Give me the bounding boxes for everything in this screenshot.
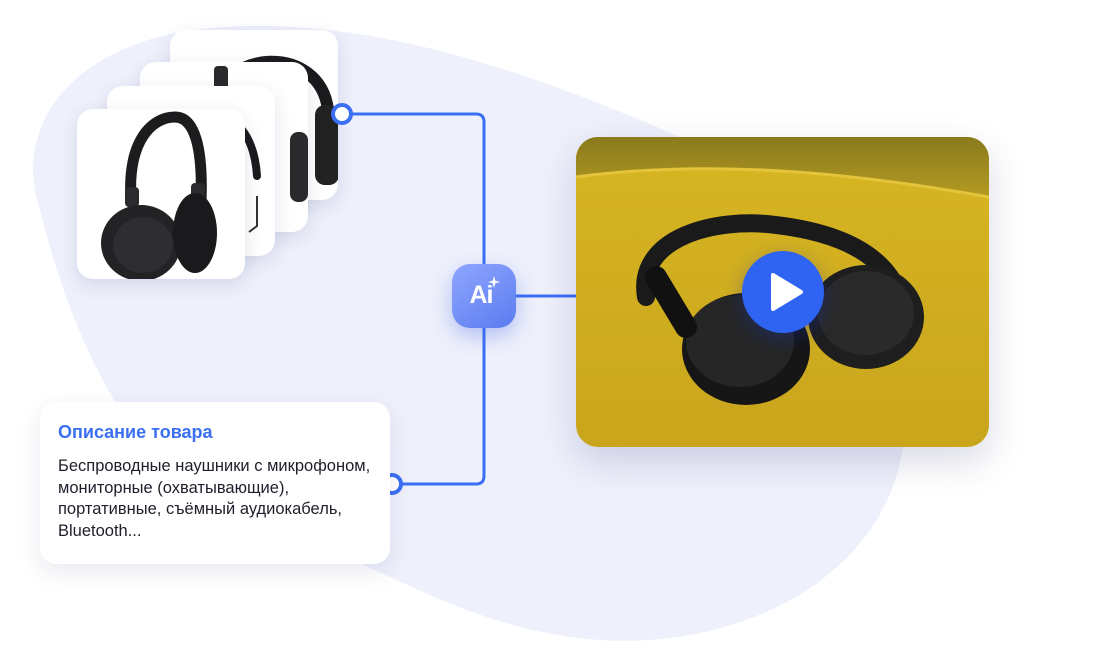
generated-video-preview[interactable]	[576, 137, 989, 447]
product-description-card: Описание товара Беспроводные наушники с …	[40, 402, 390, 564]
play-button[interactable]	[742, 251, 824, 333]
connector-node-images	[331, 103, 353, 125]
ai-node: Ai	[452, 264, 516, 328]
product-image-card-1[interactable]	[77, 109, 245, 279]
sparkle-icon	[488, 276, 500, 288]
headphones-icon	[214, 66, 308, 202]
description-title: Описание товара	[58, 422, 213, 442]
video-thumbnail	[576, 137, 989, 447]
description-text: Беспроводные наушники с микрофоном, мони…	[58, 457, 371, 540]
ai-label: Ai	[469, 281, 494, 309]
headphones-icon	[101, 111, 217, 279]
play-icon	[771, 273, 803, 311]
